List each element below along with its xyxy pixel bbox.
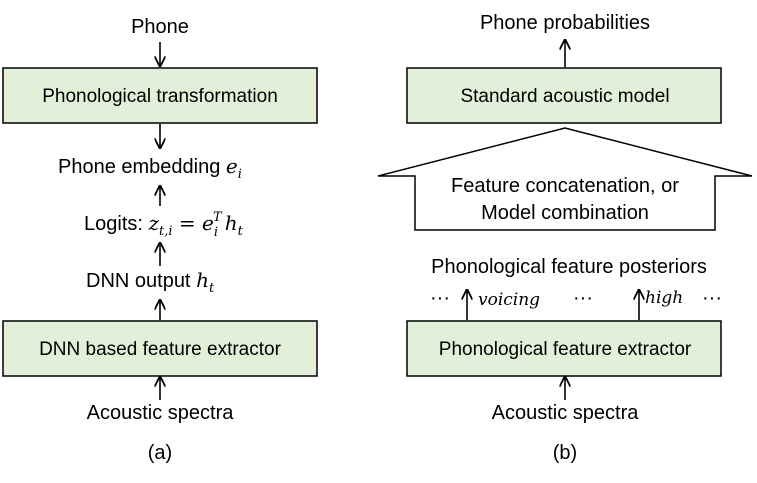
caption-a: (a) — [148, 442, 172, 464]
phone-input-label: Phone — [131, 16, 189, 38]
phone-probabilities-label: Phone probabilities — [480, 12, 650, 34]
phone-embedding-label: Phone embedding ei — [58, 154, 242, 182]
combination-line-1: Feature concatenation, or — [451, 175, 679, 197]
phonological-transformation-box — [2, 67, 318, 124]
dnn-output-label: DNN output ht — [86, 268, 215, 296]
dnn-feature-extractor-label: DNN based feature extractor — [39, 339, 282, 360]
acoustic-spectra-label-b: Acoustic spectra — [492, 402, 640, 424]
voicing-feature-label: voicing — [478, 290, 540, 310]
panel-a: Phone Phonological transformation Phone … — [2, 16, 318, 464]
panel-b: Phone probabilities Standard acoustic mo… — [377, 12, 753, 464]
phonological-feature-extractor-label: Phonological feature extractor — [439, 339, 692, 360]
acoustic-spectra-label-a: Acoustic spectra — [87, 402, 235, 424]
standard-acoustic-model-label: Standard acoustic model — [460, 86, 669, 107]
posteriors-label: Phonological feature posteriors — [431, 256, 707, 278]
standard-acoustic-model-box — [406, 67, 722, 124]
phonological-transformation-label: Phonological transformation — [42, 86, 278, 107]
ellipsis-left: ··· — [430, 287, 450, 309]
ellipsis-right: ··· — [702, 287, 722, 309]
combination-line-2: Model combination — [481, 202, 649, 224]
combination-block-arrow — [377, 127, 753, 231]
caption-b: (b) — [553, 442, 577, 464]
high-feature-label: high — [645, 288, 683, 308]
ellipsis-middle: ··· — [573, 287, 593, 309]
